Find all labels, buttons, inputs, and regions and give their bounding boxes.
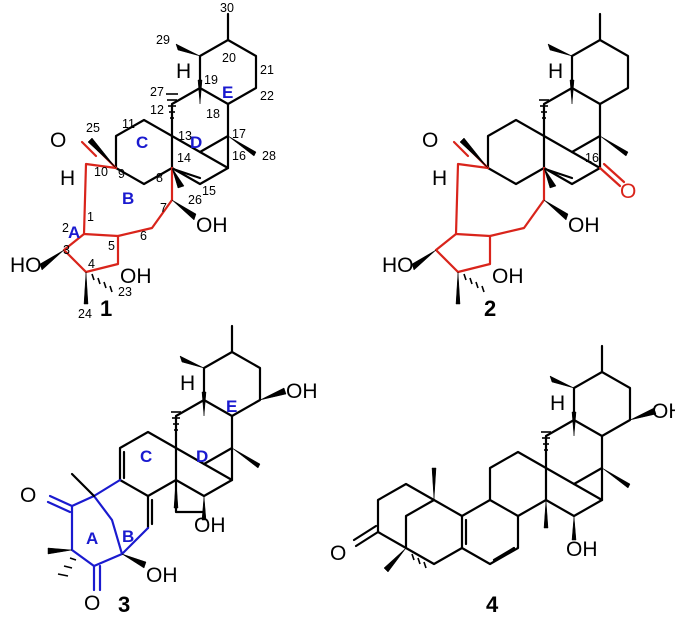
ring-d-label-3: D [196,447,208,466]
pos-30: 30 [220,1,234,15]
h-19-label-2: H [548,60,563,83]
h-19-label: H [176,60,191,83]
ring-b-label-3: B [122,527,134,546]
oh-7-label-2: OH [568,214,600,237]
oh-3-label: HO [10,254,42,277]
compound-4: OH H O OH 4 [330,344,675,617]
pos-12: 12 [150,103,164,117]
pos-6: 6 [140,229,147,243]
pos-27: 27 [150,85,164,99]
oh-7-label: OH [196,214,228,237]
ring-e-label: E [222,83,233,102]
ring-a-label-3: A [86,529,98,548]
o-5-label-3: O [20,484,36,507]
oh-15-label-4: OH [566,538,598,561]
pos-7: 7 [160,201,167,215]
pos-1: 1 [87,210,94,224]
o-16-label: O [620,180,636,203]
oh-5-label: OH [120,265,152,288]
pos-26: 26 [188,193,202,207]
pos-3: 3 [63,243,70,257]
pos-19: 19 [204,73,218,87]
h-1-label-2: H [432,167,447,190]
pos-11: 11 [122,117,135,131]
ring-d-label: D [190,133,202,152]
pos-9: 9 [118,167,125,181]
compound-3: OH H OH O O OH E D C B A 3 [20,324,318,617]
pos-16: 16 [232,149,246,163]
pos-8: 8 [156,171,163,185]
compound-2-label: 2 [484,296,496,321]
compound-3-label: 3 [118,592,130,617]
oh-5-label-2: OH [492,265,524,288]
pos-18: 18 [206,107,220,121]
pos-29: 29 [156,33,170,47]
oh-3-label-2: HO [382,254,414,277]
o-ketone-1: O [50,129,66,152]
h-19-label-4: H [550,392,565,415]
oh-15-label-3: OH [194,514,226,537]
pos-24: 24 [78,307,92,321]
pos-28: 28 [262,149,276,163]
h-19-label-3: H [180,372,195,395]
ring-e-label-3: E [226,397,237,416]
pos-4: 4 [88,257,95,271]
ring-a-label: A [68,223,80,242]
oh-21-label-4: OH [652,400,675,423]
compound-1-label: 1 [100,296,112,321]
ring-b-label: B [122,189,134,208]
oh-21-label-3: OH [286,380,318,403]
ring-c-label-3: C [140,447,152,466]
pos-20: 20 [222,51,236,65]
o-ketone-2: O [422,129,438,152]
pos-10: 10 [94,165,108,179]
pos-25: 25 [86,121,100,135]
compound-1: H O H HO OH OH E D C B A 1 2 3 4 5 [10,1,276,321]
pos-13: 13 [178,129,192,143]
pos-21: 21 [260,63,274,77]
pos-5: 5 [108,239,115,253]
pos-23: 23 [118,285,132,299]
o-3-label-3: O [84,592,100,615]
compound-4-label: 4 [486,592,499,617]
compound-2: H O 16 O H HO OH OH 2 [382,12,636,321]
o-3-label-4: O [330,542,346,565]
pos-16-c2: 16 [585,151,599,165]
ring-c-label: C [136,133,148,152]
pos-2: 2 [62,221,69,235]
oh-6-label-3: OH [146,564,178,587]
pos-14: 14 [177,151,191,165]
pos-15: 15 [202,184,216,198]
pos-17: 17 [232,127,246,141]
pos-22: 22 [260,89,274,103]
h-1-label: H [60,167,75,190]
